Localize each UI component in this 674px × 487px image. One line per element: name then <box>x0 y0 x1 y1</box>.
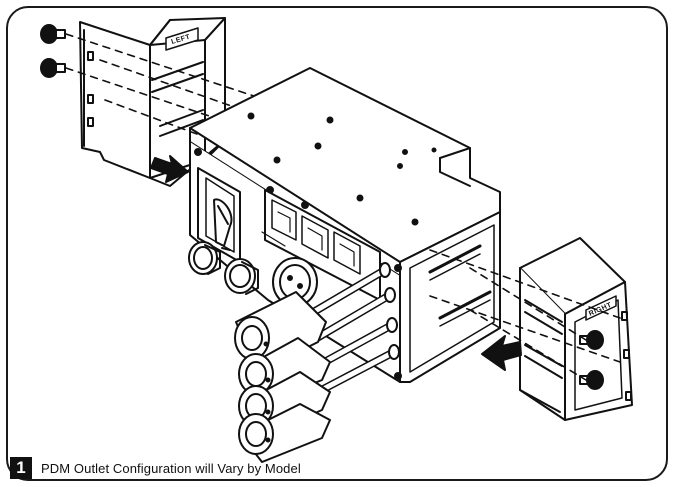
arrow-right-icon <box>150 155 189 183</box>
arrow-left-icon <box>481 335 522 371</box>
figure-caption: 1 PDM Outlet Configuration will Vary by … <box>10 456 301 480</box>
circuit-breakers <box>261 189 381 301</box>
right-mounting-bracket: RIGHT <box>519 237 633 421</box>
caption-text: PDM Outlet Configuration will Vary by Mo… <box>41 460 301 476</box>
input-connector <box>224 258 259 295</box>
thumbscrew-icon <box>40 58 66 78</box>
outlet-receptacle <box>272 257 318 307</box>
rotary-switch <box>197 167 241 263</box>
thumbscrew-icon <box>40 24 66 44</box>
left-bracket-label: LEFT <box>165 27 199 51</box>
output-cords <box>296 262 400 399</box>
input-connector <box>188 241 221 275</box>
plug-stack <box>234 291 331 463</box>
step-number-badge: 1 <box>10 457 32 479</box>
